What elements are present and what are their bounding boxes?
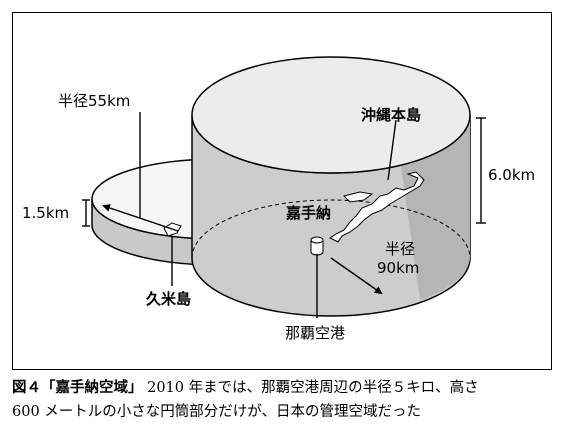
- label-radius-small: 半径55km: [58, 92, 130, 110]
- label-radius-large-line1: 半径: [385, 240, 415, 258]
- large-cylinder-shade: [400, 115, 470, 300]
- caption-line-2: 600 メートルの小さな円筒部分だけが、日本の管理空域だった: [12, 404, 421, 420]
- label-height-small: 1.5km: [22, 204, 69, 222]
- label-height-large: 6.0km: [488, 166, 535, 184]
- caption-title: 図４「嘉手納空域」: [12, 380, 143, 396]
- label-kumejima: 久米島: [146, 290, 191, 308]
- radius-large-arrow: [330, 257, 383, 295]
- large-cylinder-base-back: [191, 199, 471, 259]
- caption-line-1: 図４「嘉手納空域」 2010 年までは、那覇空港周辺の半径５キロ、高さ: [12, 376, 558, 400]
- naha-airport-cylinder: [310, 236, 324, 256]
- label-kadena: 嘉手納: [285, 204, 331, 222]
- label-okinawa: 沖縄本島: [361, 106, 421, 124]
- okinawa-leader: [387, 119, 397, 181]
- radius-small-arrow: [102, 204, 179, 232]
- figure-caption: 図４「嘉手納空域」 2010 年までは、那覇空港周辺の半径５キロ、高さ 600 …: [12, 376, 558, 424]
- airspace-diagram: 半径55km 1.5km 沖縄本島 6.0km 嘉手納 半径 90km 久米島 …: [22, 56, 535, 342]
- leader-lines: [82, 112, 486, 318]
- caption-text-1: 2010 年までは、那覇空港周辺の半径５キロ、高さ: [147, 380, 479, 396]
- label-naha-airport: 那覇空港: [285, 324, 345, 342]
- okinawa-island-shape: [329, 171, 425, 243]
- figure-frame: [12, 12, 552, 370]
- large-cylinder-top: [191, 56, 471, 174]
- label-radius-large-line2: 90km: [377, 259, 419, 277]
- large-cylinder: [191, 56, 471, 317]
